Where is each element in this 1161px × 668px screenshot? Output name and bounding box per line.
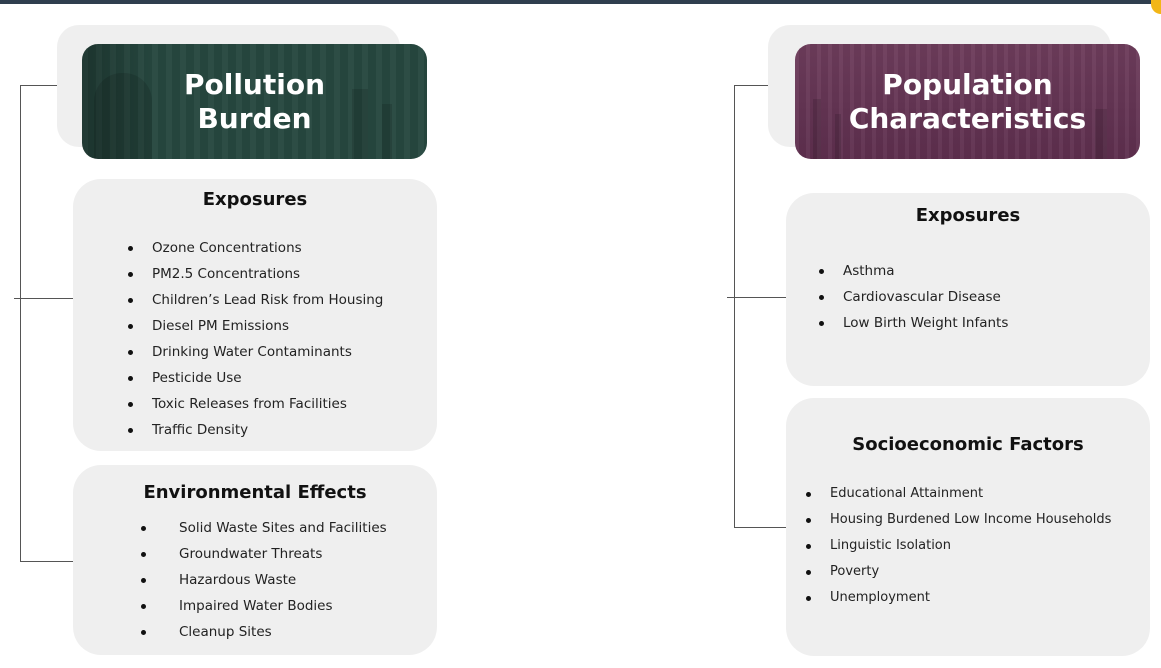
pollution-trunk-line xyxy=(20,85,21,562)
list-item: Linguistic Isolation xyxy=(806,533,1111,559)
list-item: Cardiovascular Disease xyxy=(819,284,1008,310)
pollution-exposures-title: Exposures xyxy=(202,189,308,210)
list-item: Solid Waste Sites and Facilities xyxy=(141,515,387,541)
population-socioeconomic-connector xyxy=(734,527,786,528)
list-item: Impaired Water Bodies xyxy=(141,593,387,619)
population-header-connector xyxy=(734,85,769,86)
list-item: Unemployment xyxy=(806,585,1111,611)
list-item: Asthma xyxy=(819,258,1008,284)
list-item: Low Birth Weight Infants xyxy=(819,310,1008,336)
list-item: Toxic Releases from Facilities xyxy=(128,391,383,417)
population-trunk-line xyxy=(734,85,735,528)
environmental-effects-title: Environmental Effects xyxy=(143,482,367,503)
stack-silhouette xyxy=(382,104,392,159)
tower-silhouette xyxy=(1095,109,1107,159)
list-item: Educational Attainment xyxy=(806,481,1111,507)
pollution-header-connector xyxy=(20,85,58,86)
list-item: Children’s Lead Risk from Housing xyxy=(128,287,383,313)
cooling-tower-silhouette xyxy=(94,73,152,159)
population-characteristics-header: Population Characteristics xyxy=(795,44,1140,159)
list-item: PM2.5 Concentrations xyxy=(128,261,383,287)
population-characteristics-title: Population Characteristics xyxy=(848,67,1087,135)
list-item: Ozone Concentrations xyxy=(128,235,383,261)
list-item: Hazardous Waste xyxy=(141,567,387,593)
list-item: Drinking Water Contaminants xyxy=(128,339,383,365)
list-item: Cleanup Sites xyxy=(141,619,387,645)
pollution-exposures-card: Exposures Ozone Concentrations PM2.5 Con… xyxy=(73,179,437,451)
population-exposures-card: Exposures Asthma Cardiovascular Disease … xyxy=(786,193,1150,386)
list-item: Diesel PM Emissions xyxy=(128,313,383,339)
socioeconomic-factors-list: Educational Attainment Housing Burdened … xyxy=(806,481,1111,611)
environmental-effects-list: Solid Waste Sites and Facilities Groundw… xyxy=(141,515,387,645)
pollution-burden-title: Pollution Burden xyxy=(183,67,326,135)
environmental-effects-card: Environmental Effects Solid Waste Sites … xyxy=(73,465,437,655)
pollution-exposures-list: Ozone Concentrations PM2.5 Concentration… xyxy=(128,235,383,443)
pollution-effects-connector xyxy=(20,561,73,562)
top-bar xyxy=(0,0,1161,4)
socioeconomic-factors-card: Socioeconomic Factors Educational Attain… xyxy=(786,398,1150,656)
stack-silhouette xyxy=(352,89,368,159)
population-exposures-list: Asthma Cardiovascular Disease Low Birth … xyxy=(819,258,1008,336)
pollution-exposures-connector xyxy=(14,298,73,299)
pollution-burden-header: Pollution Burden xyxy=(82,44,427,159)
list-item: Poverty xyxy=(806,559,1111,585)
population-exposures-title: Exposures xyxy=(915,205,1021,226)
corner-accent xyxy=(1151,0,1161,14)
tower-silhouette xyxy=(835,114,841,159)
list-item: Pesticide Use xyxy=(128,365,383,391)
list-item: Traffic Density xyxy=(128,417,383,443)
tower-silhouette xyxy=(813,99,821,159)
list-item: Groundwater Threats xyxy=(141,541,387,567)
socioeconomic-factors-title: Socioeconomic Factors xyxy=(852,434,1084,455)
list-item: Housing Burdened Low Income Households xyxy=(806,507,1111,533)
population-exposures-connector xyxy=(727,297,786,298)
